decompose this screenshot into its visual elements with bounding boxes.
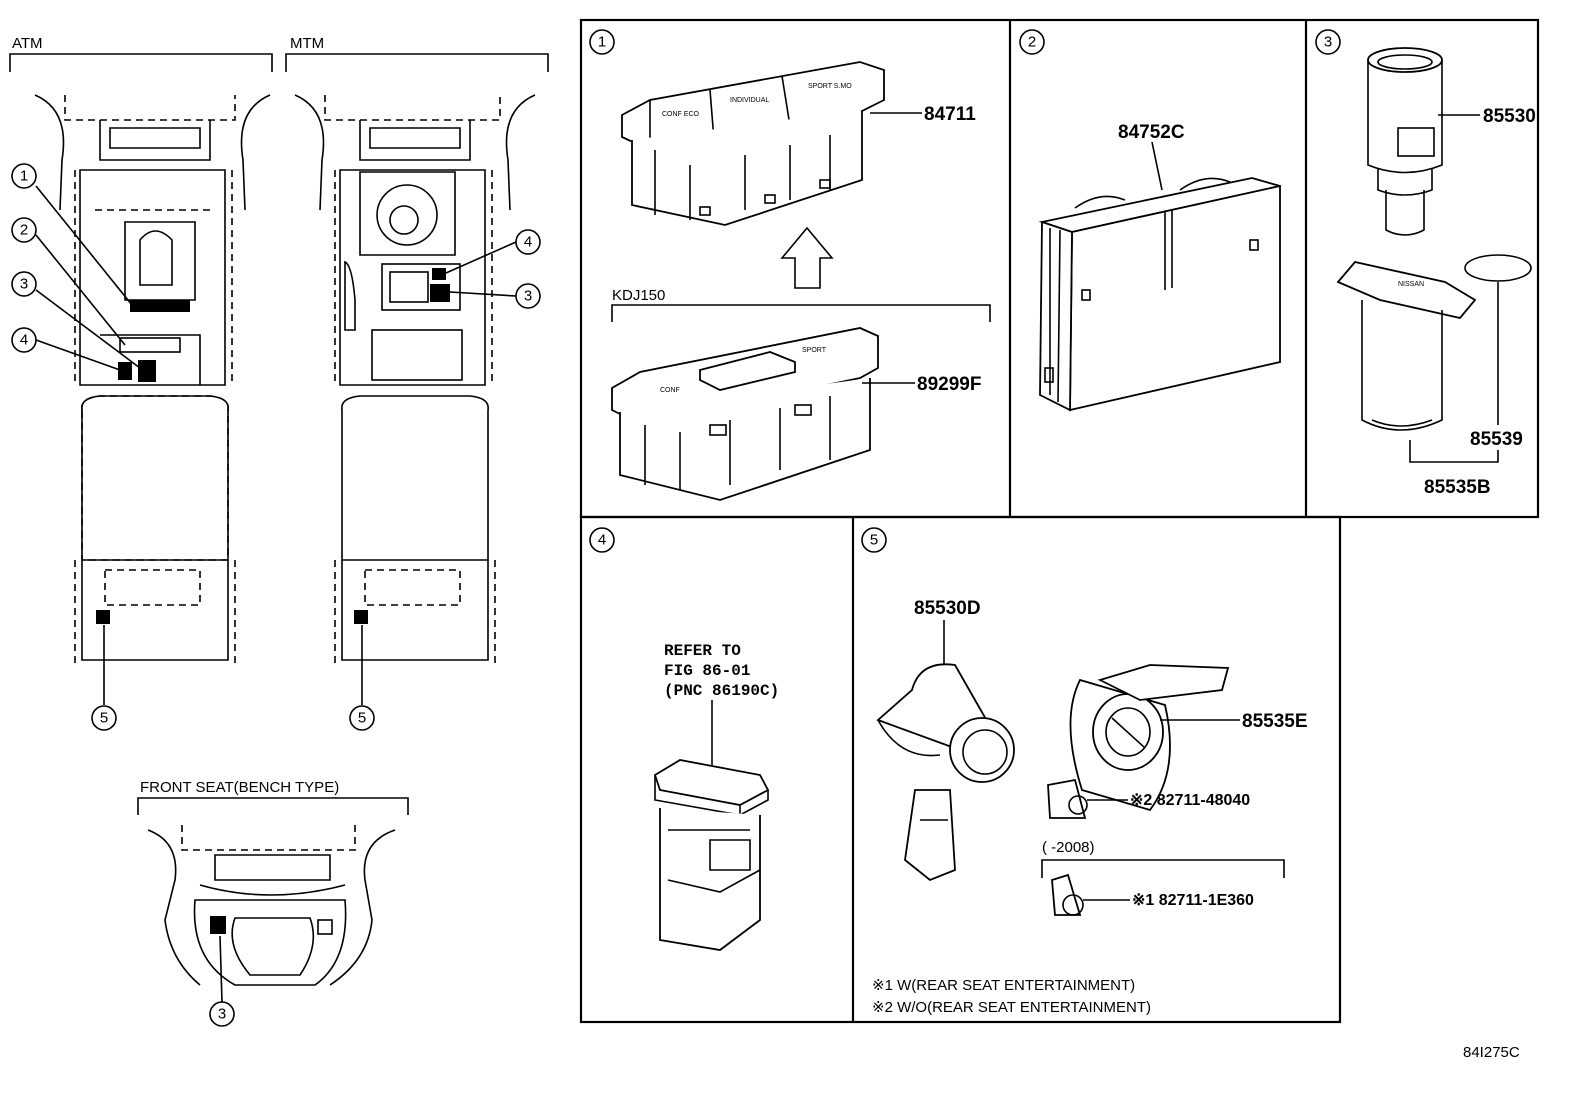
front-seat-label: FRONT SEAT(BENCH TYPE) [140,779,339,796]
callout-4-mtm: 4 [515,229,541,255]
mtm-label: MTM [290,35,324,52]
refer-line-3: (PNC 86190C) [664,682,779,700]
svg-text:2: 2 [1028,34,1036,51]
part-85530d: 85530D [914,598,981,619]
module-84752c [1038,177,1281,412]
panel-grid [579,18,1540,1024]
overview-area: ATM MTM [9,35,549,1027]
panel-2: 2 84752C [1019,29,1281,412]
svg-text:5: 5 [870,532,878,549]
callout-1-atm: 1 [11,163,37,189]
bench-console [147,825,396,1003]
refer-line-2: FIG 86-01 [664,662,750,680]
svg-text:3: 3 [524,288,532,305]
callout-3-mtm: 3 [515,283,541,309]
usb-switch [653,759,770,951]
svg-text:NISSAN: NISSAN [1398,281,1424,288]
socket-85539: NISSAN [1336,261,1477,431]
svg-text:3: 3 [20,276,28,293]
panel-5: 5 85530D 85535E ※2 82711-48040 ( -2008) [861,527,1308,1016]
footnote-2: ※2 W/O(REAR SEAT ENTERTAINMENT) [872,999,1151,1016]
part-85535b: 85535B [1424,477,1491,498]
svg-text:3: 3 [1324,34,1332,51]
svg-text:1: 1 [20,168,28,185]
clip-1e360 [1051,873,1084,916]
svg-text:5: 5 [100,710,108,727]
atm-label: ATM [12,35,43,52]
clip-2-label: ※1 82711-1E360 [1132,892,1254,909]
part-84752c: 84752C [1118,122,1185,143]
part-85539: 85539 [1470,429,1523,450]
callout-4-atm: 4 [11,327,37,353]
panel-2-number: 2 [1019,29,1045,55]
svg-text:1: 1 [598,34,606,51]
cap-85539 [1464,254,1532,282]
panel-4-number: 4 [589,527,615,553]
arrow-up-icon [780,226,834,289]
callout-2-atm: 2 [11,217,37,243]
switch-84711: CONF ECO INDIVIDUAL SPORT S.MO [621,61,885,226]
callout-5-mtm: 5 [349,705,375,731]
svg-text:CONF ECO: CONF ECO [662,111,700,118]
footnote-1: ※1 W(REAR SEAT ENTERTAINMENT) [872,977,1135,994]
part-85530: 85530 [1483,106,1536,127]
svg-text:4: 4 [598,532,606,549]
part-85535e: 85535E [1242,711,1308,732]
panel-3-number: 3 [1315,29,1341,55]
clip-48040 [1047,778,1088,819]
svg-text:2: 2 [20,222,28,239]
svg-text:3: 3 [218,1006,226,1023]
panel-1-number: 1 [589,29,615,55]
figure-code: 84I275C [1463,1044,1520,1061]
variant-label: KDJ150 [612,287,665,304]
switch-89299f: CONF SPORT [611,327,879,501]
socket-85530 [1367,47,1443,236]
socket-85535e [1069,664,1230,812]
panel-3: 3 85530 NISSAN 85539 85535B [1315,29,1536,498]
clip-1-label: ※2 82711-48040 [1130,792,1250,809]
panel-1: 1 CONF ECO INDIVIDUAL SPORT S.MO 84711 K… [589,29,991,501]
part-84711: 84711 [924,104,976,125]
socket-85530d [876,663,1015,882]
svg-text:INDIVIDUAL: INDIVIDUAL [730,97,769,104]
svg-text:4: 4 [20,332,28,349]
year-range: ( -2008) [1042,839,1095,856]
mtm-console [294,94,536,705]
callout-5-atm: 5 [91,705,117,731]
part-89299f: 89299F [917,374,981,395]
svg-text:CONF: CONF [660,387,680,394]
panel-4: 4 REFER TO FIG 86-01 (PNC 86190C) [589,527,779,951]
svg-text:SPORT S.MO: SPORT S.MO [808,83,852,90]
refer-line-1: REFER TO [664,642,741,660]
callout-3-bench: 3 [209,1001,235,1027]
atm-console [34,94,271,705]
svg-text:5: 5 [358,710,366,727]
callout-3-atm: 3 [11,271,37,297]
panel-5-number: 5 [861,527,887,553]
svg-text:SPORT: SPORT [802,347,827,354]
svg-text:4: 4 [524,234,532,251]
